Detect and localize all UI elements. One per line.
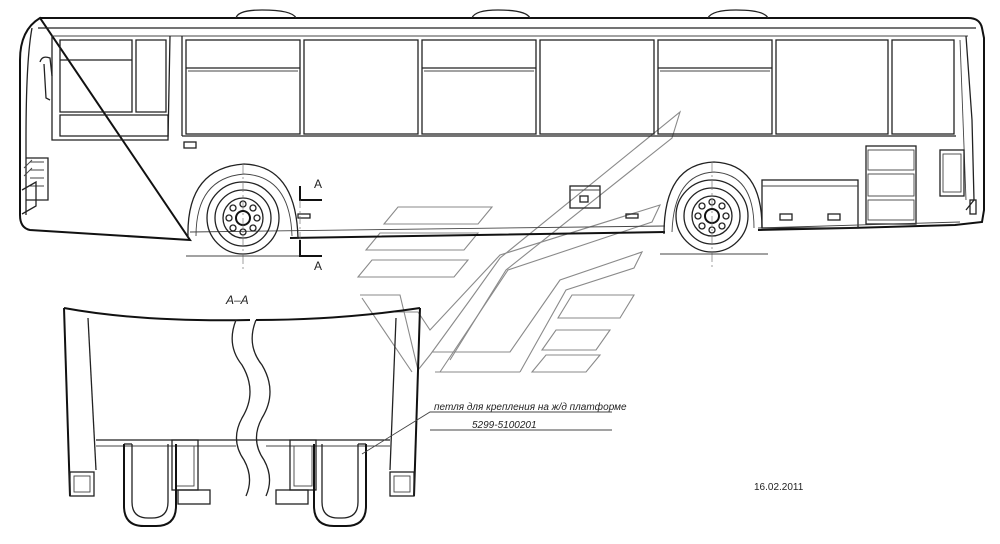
side-luggage-box xyxy=(761,179,859,229)
watermark-logo xyxy=(356,110,682,373)
callout-text: петля для крепления на ж/д платформе xyxy=(434,401,627,413)
front-wheel xyxy=(187,163,299,270)
section-title: А–А xyxy=(225,293,249,307)
section-marker-top: A xyxy=(314,177,322,191)
section-cut-marker xyxy=(299,186,322,257)
engine-louvre-panel xyxy=(865,145,917,225)
tie-down-loop-right xyxy=(313,443,367,527)
tie-down-loop-left xyxy=(123,443,177,527)
section-marker-bottom: A xyxy=(314,259,322,273)
battery-compartment xyxy=(569,185,601,209)
window-row xyxy=(185,39,955,135)
section-a-a-view xyxy=(63,307,612,527)
bus-side-view xyxy=(19,9,985,270)
rear-wheel xyxy=(663,161,763,270)
drawing-date: 16.02.2011 xyxy=(754,482,804,493)
callout-leader xyxy=(361,411,612,455)
part-number: 5299-5100201 xyxy=(472,420,537,431)
